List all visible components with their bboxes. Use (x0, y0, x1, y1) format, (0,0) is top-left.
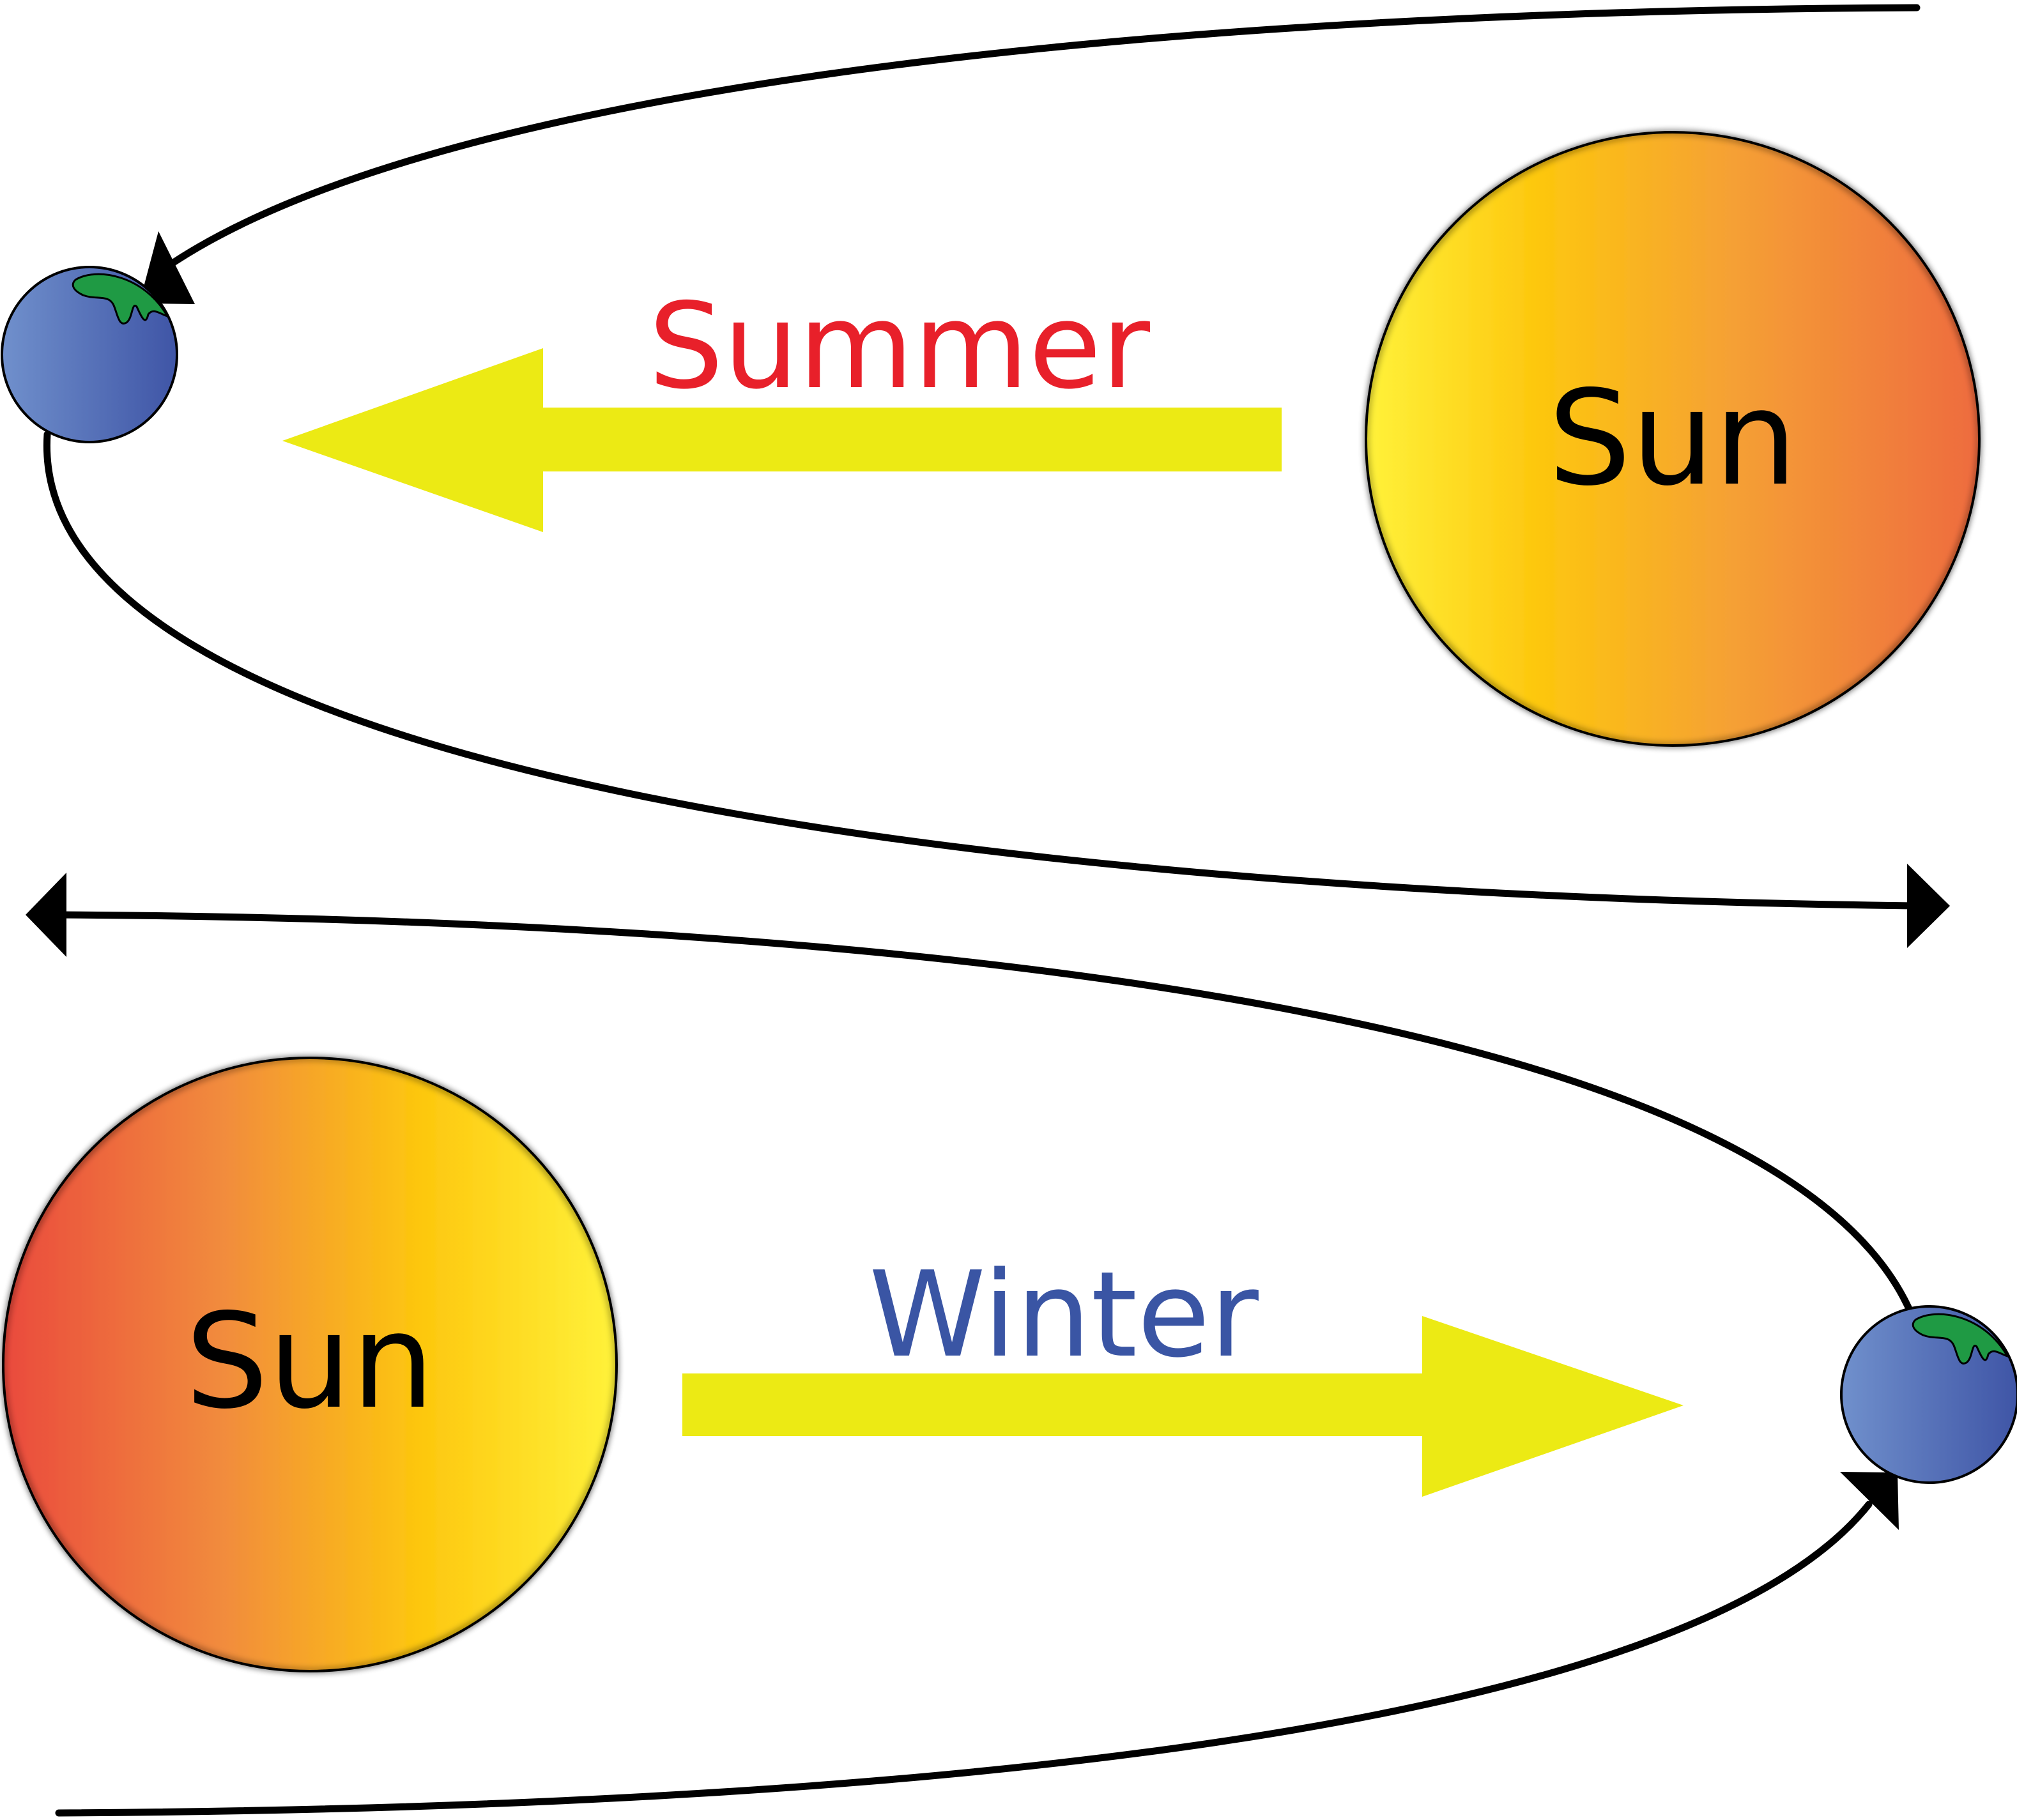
summer-direction-arrow-icon (282, 348, 1282, 532)
summer-earth-land (72, 273, 170, 325)
summer-sun-label: Sun (1548, 363, 1797, 515)
winter-orbit-arrowhead-icon (1840, 1472, 1899, 1530)
winter-sun-icon (2, 1057, 618, 1672)
winter-panel: Sun Winter (2, 873, 2017, 1817)
winter-orbit-lower (55, 1501, 1873, 1817)
summer-orbit-lower (43, 431, 1921, 910)
winter-sun-label: Sun (185, 1286, 434, 1438)
winter-orbit-start-arrowhead-icon (26, 873, 66, 957)
summer-orbit-arrowhead-icon (139, 231, 195, 304)
winter-orbit-upper (55, 911, 1916, 1320)
summer-orbit-end-arrowhead-icon (1907, 864, 1950, 948)
summer-earth-icon (1, 266, 178, 443)
winter-earth-land (1912, 1313, 2010, 1365)
winter-direction-arrow-icon (682, 1316, 1683, 1497)
summer-season-label: Summer (648, 277, 1151, 415)
winter-season-label: Winter (869, 1246, 1259, 1384)
summer-orbit-upper (161, 4, 1921, 272)
winter-earth-icon (1840, 1305, 2017, 1484)
summer-sun-icon (1365, 131, 1981, 747)
summer-panel: Summer Sun (1, 4, 1981, 948)
